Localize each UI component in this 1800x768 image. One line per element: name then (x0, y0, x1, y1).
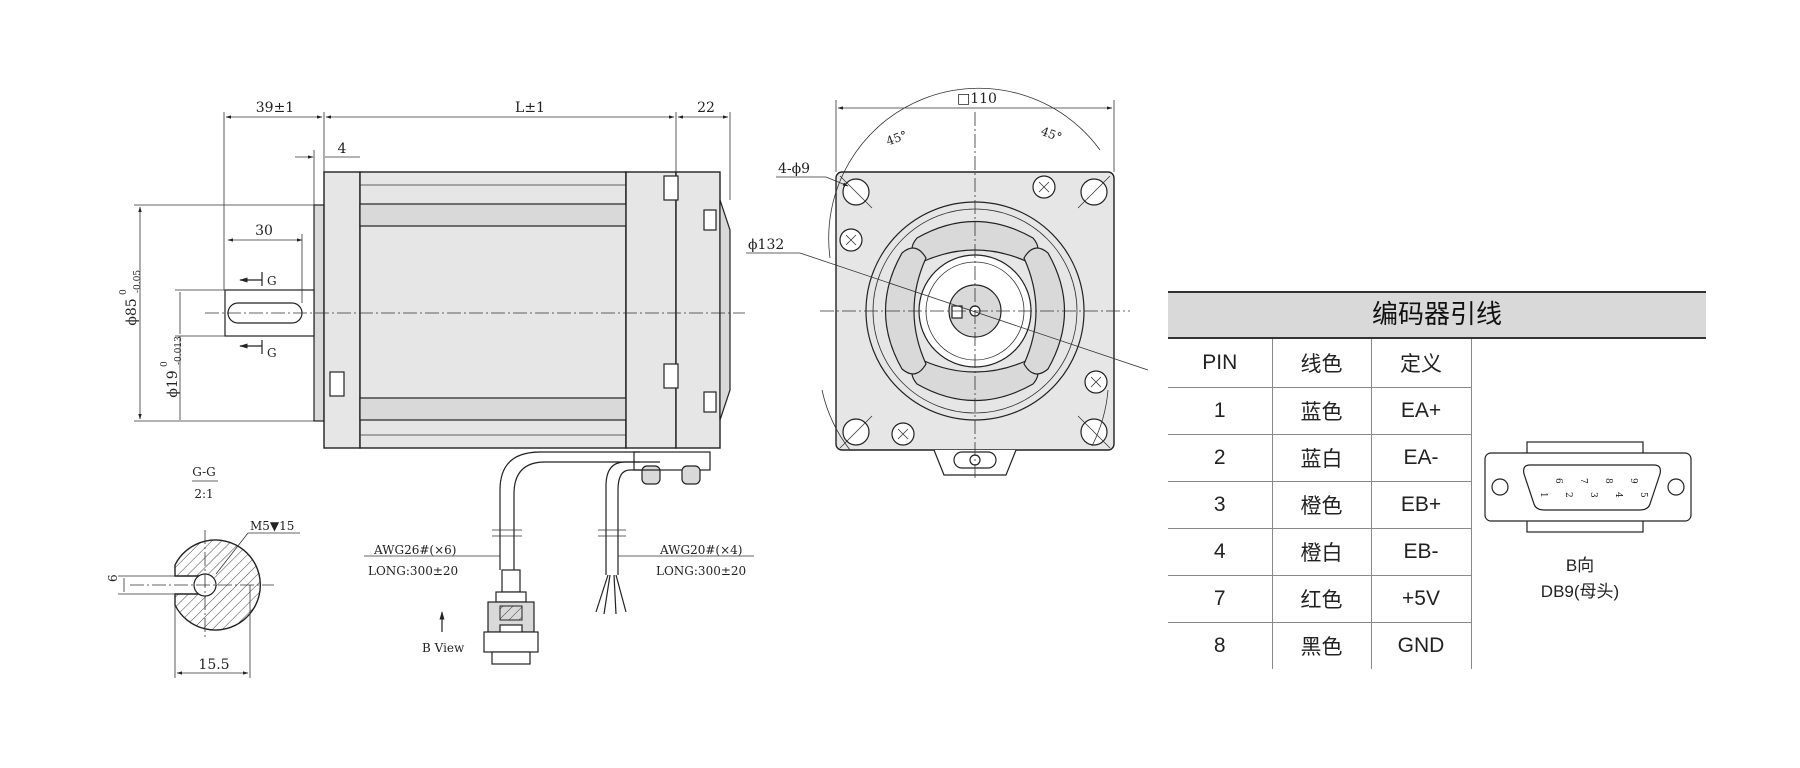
signal-long-label: LONG:300±20 (368, 564, 458, 578)
section-mark-top: G (267, 274, 277, 288)
section-mark-bottom: G (267, 346, 277, 360)
db9-connector-icon: 6 7 8 9 1 2 3 4 5 (1484, 441, 1692, 533)
cell-definition: EA- (1371, 434, 1472, 482)
cell-pin: 1 (1168, 387, 1273, 435)
dim-pilot-tol-lower: -0.05 (133, 270, 143, 293)
tie-rod-top (359, 203, 661, 227)
cell-definition: EB+ (1371, 481, 1472, 529)
key-depth: 6 (106, 574, 120, 582)
b-view-label: B View (422, 641, 465, 655)
cell-definition: +5V (1371, 575, 1472, 623)
screw-icons (839, 175, 1108, 446)
table-row: 2 蓝白 EA- (1168, 434, 1472, 482)
front-cap (323, 171, 361, 449)
dim-flange-step: 4 (338, 141, 347, 157)
dim-key-length: 30 (255, 223, 273, 239)
cell-pin: 3 (1168, 481, 1273, 529)
square-size: □110 (957, 91, 997, 107)
cell-color: 黑色 (1272, 622, 1372, 669)
encoder-table-grid: PIN 线色 定义 1 蓝色 EA+ 2 蓝白 EA- 3 橙色 EB+ 4 橙… (1168, 339, 1472, 669)
encoder-table-title: 编码器引线 (1168, 291, 1706, 339)
db9-pin-1: 1 (1538, 492, 1548, 498)
cell-color: 红色 (1272, 575, 1372, 623)
thread-spec: M5▼15 (250, 519, 294, 533)
holes-spec: 4-ϕ9 (778, 161, 810, 177)
window-left (884, 247, 927, 375)
db9-pin-8: 8 (1603, 478, 1613, 484)
cell-definition: EB- (1371, 528, 1472, 576)
section-title: G-G (192, 465, 215, 479)
header-definition: 定义 (1371, 339, 1472, 388)
power-awg-label: AWG20#(×4) (659, 543, 742, 557)
cell-color: 蓝白 (1272, 434, 1372, 482)
shaft-cross-section (174, 539, 262, 631)
db9-pin-5: 5 (1638, 492, 1648, 498)
dim-shaft-length: 39±1 (256, 100, 294, 116)
dim-pilot-tol-upper: 0 (119, 289, 129, 295)
cell-color: 橙色 (1272, 481, 1372, 529)
section-view: G-G 2:1 M5▼15 6 15.5 (106, 465, 300, 678)
signal-awg-label: AWG26#(×6) (373, 543, 456, 557)
db9-pin-7: 7 (1578, 478, 1588, 484)
cell-pin: 7 (1168, 575, 1273, 623)
dim-pilot-dia: ϕ85 (124, 298, 140, 325)
section-scale: 2:1 (194, 487, 213, 501)
table-row: 7 红色 +5V (1168, 575, 1472, 623)
cell-definition: GND (1371, 622, 1472, 669)
table-row: 3 橙色 EB+ (1168, 481, 1472, 529)
db9-caption: B向 DB9(母头) (1520, 553, 1640, 605)
dim-body-length: L±1 (515, 100, 545, 116)
tie-rod-bottom (359, 397, 661, 421)
dim-shaft-tol-lower: -0.013 (174, 336, 184, 365)
cell-pin: 2 (1168, 434, 1273, 482)
side-view: 39±1 L±1 22 4 30 G G ϕ85 0 -0.05 ϕ19 (119, 100, 754, 665)
db9-pin-2: 2 (1563, 492, 1573, 498)
angle-right: 45° (1039, 124, 1064, 144)
power-long-label: LONG:300±20 (656, 564, 746, 578)
table-row: 8 黑色 GND (1168, 622, 1472, 669)
table-header-row: PIN 线色 定义 (1168, 339, 1472, 388)
dim-rear-length: 22 (697, 100, 715, 116)
dim-shaft-tol-upper: 0 (160, 361, 170, 367)
db9-direction: B向 (1565, 556, 1595, 575)
db9-pin-4: 4 (1613, 492, 1623, 498)
angle-arc (828, 87, 1101, 259)
db9-shell (1523, 464, 1661, 511)
cell-definition: EA+ (1371, 387, 1472, 435)
dim-shaft-dia: ϕ19 (165, 370, 181, 397)
bolt-circle: ϕ132 (748, 237, 784, 253)
section-width: 15.5 (198, 657, 229, 673)
cell-color: 橙白 (1272, 528, 1372, 576)
db9-pin-labels: 6 7 8 9 1 2 3 4 5 (1538, 478, 1648, 498)
header-pin: PIN (1168, 339, 1273, 388)
front-view: □110 45° 45° 4-ϕ9 ϕ132 (746, 87, 1149, 480)
db9-pin-9: 9 (1628, 478, 1638, 484)
db9-name: DB9(母头) (1540, 582, 1620, 601)
angle-left: 45° (884, 128, 909, 148)
table-row: 4 橙白 EB- (1168, 528, 1472, 576)
power-cable (605, 461, 660, 575)
rear-cap (625, 171, 677, 449)
cell-color: 蓝色 (1272, 387, 1372, 435)
header-color: 线色 (1272, 339, 1372, 388)
table-row: 1 蓝色 EA+ (1168, 387, 1472, 435)
signal-cable (499, 451, 640, 570)
db9-pin-3: 3 (1588, 492, 1598, 498)
cell-pin: 8 (1168, 622, 1273, 669)
db9-pin-6: 6 (1553, 478, 1563, 484)
cell-pin: 4 (1168, 528, 1273, 576)
